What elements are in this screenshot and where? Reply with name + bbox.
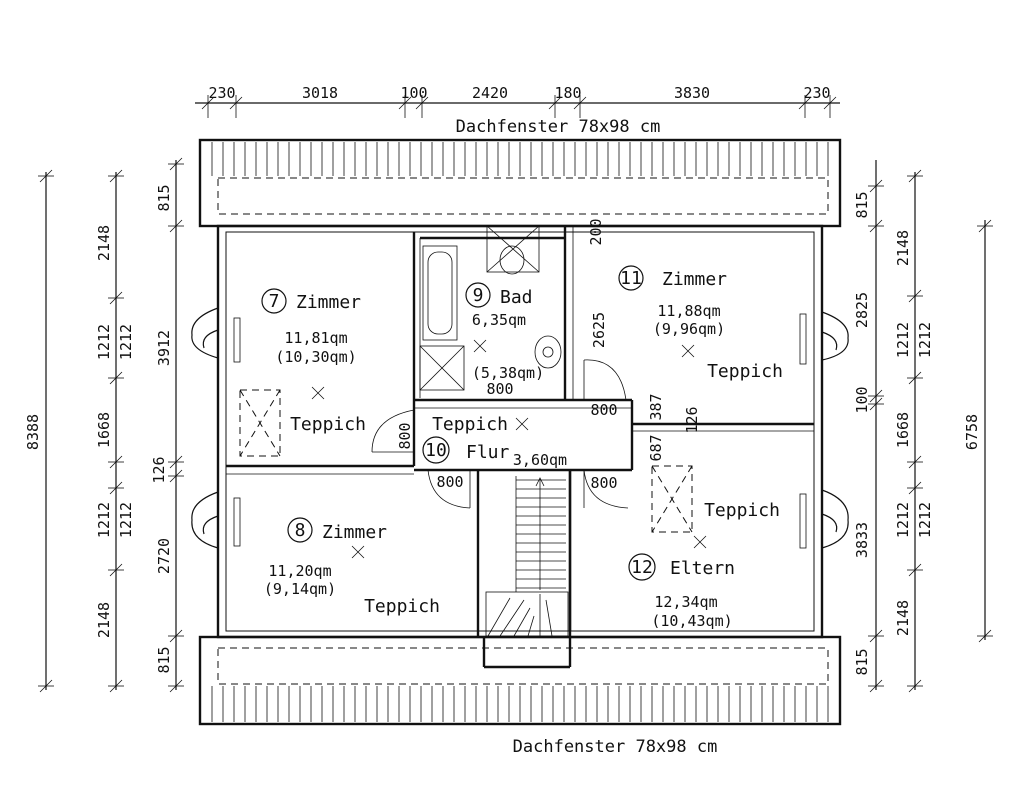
room-8-floor: Teppich	[364, 596, 440, 617]
dim-2625: 2625	[590, 312, 608, 348]
room-9-net-area: (5,38qm)	[472, 364, 544, 382]
right-mid-dim-4: 1212	[894, 502, 912, 538]
left-inner-dim-6: 1212	[117, 502, 135, 538]
left-dimension-lines: 8388 2148 1212 1668 126 1212 2148 815 12…	[24, 157, 184, 693]
right-outer-dim: 6758	[963, 414, 981, 450]
right-windows	[799, 311, 849, 549]
top-dim-4: 2420	[472, 84, 508, 102]
right-inner-dim-4: 3833	[853, 522, 871, 558]
room-7-number: 7	[269, 291, 280, 312]
left-mid-dim-3: 1668	[95, 412, 113, 448]
top-dim-1: 230	[208, 84, 235, 102]
room-11: 11 Zimmer 11,88qm (9,96qm) Teppich	[618, 265, 783, 382]
room-12-number: 12	[631, 557, 653, 578]
left-mid-dim-5: 1212	[95, 502, 113, 538]
room-10-floor: Teppich	[432, 414, 508, 435]
left-inner-dim-2: 1212	[117, 324, 135, 360]
room-12-net-area: (10,43qm)	[651, 612, 732, 630]
room-12: Teppich 12 Eltern 12,34qm (10,43qm)	[628, 500, 780, 630]
left-inner-dim-1: 815	[155, 184, 173, 211]
room-9-name: Bad	[500, 287, 533, 308]
right-mid-dim-3: 1668	[894, 412, 912, 448]
right-inner-dim-5: 815	[853, 648, 871, 675]
right-inner-dim-3: 100	[853, 386, 871, 413]
door-label-room12: 800	[590, 474, 617, 492]
room-7-area: 11,81qm	[284, 329, 347, 347]
door-label-room8: 800	[436, 473, 463, 491]
top-dimension-line: 230 3018 100 2420 180 3830 230	[195, 84, 840, 118]
left-mid-dim-1: 2148	[95, 225, 113, 261]
door-label-bath: 800	[486, 380, 513, 398]
roof-top	[198, 138, 842, 228]
room-9: 9 Bad 6,35qm (5,38qm)	[465, 282, 544, 382]
dim-687: 687	[647, 434, 665, 461]
dim-126: 126	[683, 406, 701, 433]
top-dim-3: 100	[400, 84, 427, 102]
left-inner-dim-5: 815	[155, 646, 173, 673]
room-8-number: 8	[295, 520, 306, 541]
room-11-net-area: (9,96qm)	[653, 320, 725, 338]
room-7-floor: Teppich	[290, 414, 366, 435]
bath-fixtures	[419, 225, 562, 391]
top-dim-7: 230	[803, 84, 830, 102]
room-11-number: 11	[620, 268, 642, 289]
roof-bottom	[198, 635, 842, 726]
doors	[371, 359, 629, 509]
room-10-area: 3,60qm	[513, 451, 567, 469]
door-label-room7: 800	[396, 422, 414, 449]
right-mid-dim-1: 2148	[894, 230, 912, 266]
room-12-name: Eltern	[670, 558, 735, 579]
right-inner-dim-1: 815	[853, 191, 871, 218]
room-7: 7 Zimmer 11,81qm (10,30qm) Teppich	[261, 288, 366, 435]
room-10-name: Flur	[466, 442, 510, 463]
room-8-name: Zimmer	[322, 522, 387, 543]
room-11-name: Zimmer	[662, 269, 727, 290]
room-10-number: 10	[425, 440, 447, 461]
room-11-area: 11,88qm	[657, 302, 720, 320]
room-10: Teppich 10 Flur 3,60qm	[422, 414, 567, 469]
room-12-floor: Teppich	[704, 500, 780, 521]
left-mid-dim-6: 2148	[95, 602, 113, 638]
room-11-floor: Teppich	[707, 361, 783, 382]
left-mid-dim-2: 1212	[95, 324, 113, 360]
room-8-net-area: (9,14qm)	[264, 580, 336, 598]
right-mid-dim-2: 1212	[894, 322, 912, 358]
room-9-number: 9	[473, 285, 484, 306]
right-inner-dim-2: 2825	[853, 292, 871, 328]
roof-window-room7	[239, 389, 281, 457]
left-inner-dim-4: 2720	[155, 538, 173, 574]
room-7-name: Zimmer	[296, 292, 361, 313]
room-7-net-area: (10,30qm)	[275, 348, 356, 366]
door-label-room11: 800	[590, 401, 617, 419]
room-8: 8 Zimmer 11,20qm (9,14qm) Teppich	[264, 517, 440, 617]
right-mid-dim-6: 1212	[916, 322, 934, 358]
room-9-area: 6,35qm	[472, 311, 526, 329]
top-dim-6: 3830	[674, 84, 710, 102]
left-outer-dim: 8388	[24, 414, 42, 450]
right-mid-dim-7: 1212	[916, 502, 934, 538]
roof-window-label-bottom: Dachfenster 78x98 cm	[513, 737, 718, 757]
dim-200: 200	[587, 218, 605, 245]
left-mid-dim-4: 126	[150, 456, 168, 483]
roof-window-room12	[651, 465, 693, 533]
right-dimension-lines: 815 2825 100 3833 815 2148 1212 1668 121…	[853, 160, 993, 693]
dim-387: 387	[647, 393, 665, 420]
left-windows	[191, 307, 241, 549]
top-dim-5: 180	[554, 84, 581, 102]
staircase	[485, 476, 569, 637]
room-8-area: 11,20qm	[268, 562, 331, 580]
interior-walls	[226, 226, 814, 669]
roof-window-label-top: Dachfenster 78x98 cm	[456, 117, 661, 137]
right-mid-dim-5: 2148	[894, 600, 912, 636]
left-inner-dim-3: 3912	[155, 330, 173, 366]
room-12-area: 12,34qm	[654, 593, 717, 611]
top-dim-2: 3018	[302, 84, 338, 102]
